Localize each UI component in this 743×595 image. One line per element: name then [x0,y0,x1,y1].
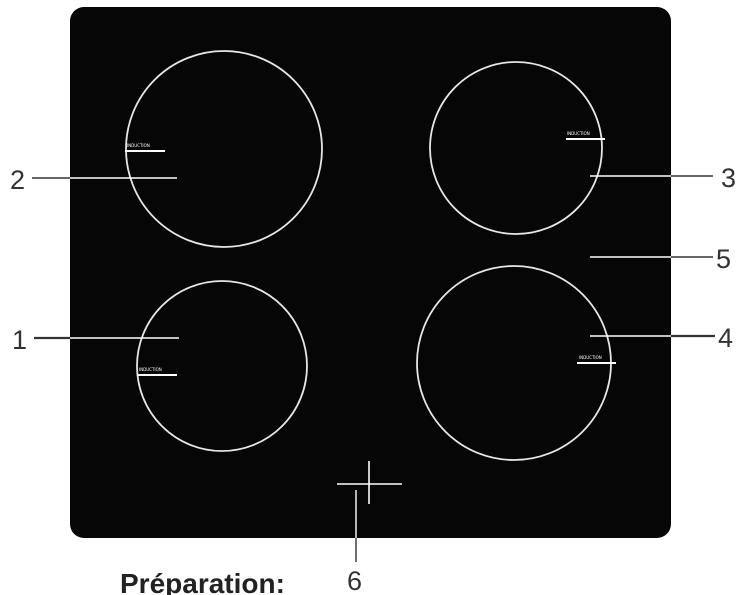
cooking-zone-1 [136,280,308,452]
zone-mark-3: INDUCTION [566,131,605,140]
zone-mark-2: INDUCTION [125,143,165,152]
zone-mark-4: INDUCTION [577,355,616,364]
callout-5: 5 [716,244,731,274]
callout-2: 2 [10,165,25,195]
glass-cooktop-surface [70,7,671,538]
callout-1: 1 [12,325,27,355]
section-heading: Préparation: [120,568,285,595]
center-cross-mark [337,461,402,504]
cooking-zone-2 [125,50,323,248]
zone-mark-1-text: INDUCTION [139,367,162,372]
zone-mark-3-text: INDUCTION [567,131,590,136]
zone-mark-1: INDUCTION [137,367,177,376]
callout-3: 3 [721,163,736,193]
cooking-zone-3 [429,61,603,235]
callout-6: 6 [347,566,362,595]
callout-4: 4 [718,323,733,353]
zone-mark-2-text: INDUCTION [127,143,150,148]
zone-mark-4-text: INDUCTION [579,355,602,360]
